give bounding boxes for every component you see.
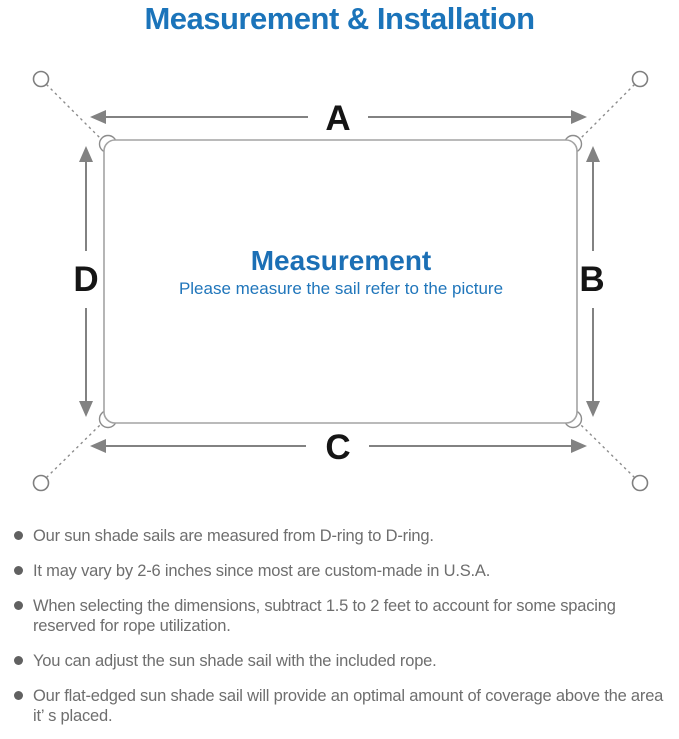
anchor-ropes: [46, 84, 635, 478]
note-text: It may vary by 2-6 inches since most are…: [33, 562, 491, 580]
dimension-arrow-a: [90, 110, 587, 124]
bullet-icon: [14, 691, 23, 700]
notes-list: Our sun shade sails are measured from D-…: [13, 526, 667, 739]
note-text: When selecting the dimensions, subtract …: [33, 597, 616, 635]
arrow-b-head-bottom-icon: [586, 401, 600, 417]
arrow-c-head-right-icon: [571, 439, 587, 453]
dimension-arrow-d: [79, 146, 93, 417]
note-text: Our flat-edged sun shade sail will provi…: [33, 687, 664, 725]
note-item: You can adjust the sun shade sail with t…: [13, 651, 667, 671]
diagram-center-subtitle: Please measure the sail refer to the pic…: [179, 279, 503, 298]
anchor-ring-bottom-left-icon: [32, 474, 50, 492]
anchor-ring-top-left-icon: [32, 70, 50, 88]
arrow-b-head-top-icon: [586, 146, 600, 162]
bullet-icon: [14, 601, 23, 610]
dimension-arrow-c: [90, 439, 587, 453]
dimension-label-bottom: C: [325, 428, 350, 467]
diagram-center-title: Measurement: [251, 245, 432, 276]
rope-line-top-left: [46, 84, 101, 139]
page-title: Measurement & Installation: [144, 1, 535, 36]
arrow-c-head-left-icon: [90, 439, 106, 453]
dimension-arrow-b: [586, 146, 600, 417]
rope-line-bottom-right: [580, 424, 635, 478]
arrow-d-head-top-icon: [79, 146, 93, 162]
note-item: When selecting the dimensions, subtract …: [13, 596, 667, 636]
arrow-a-head-right-icon: [571, 110, 587, 124]
dimension-label-right: B: [579, 260, 604, 299]
note-text: You can adjust the sun shade sail with t…: [33, 652, 437, 670]
note-item: It may vary by 2-6 inches since most are…: [13, 561, 667, 581]
dimension-label-top: A: [325, 99, 350, 138]
note-item: Our sun shade sails are measured from D-…: [13, 526, 667, 546]
dimension-label-left: D: [73, 260, 98, 299]
rope-line-top-right: [580, 84, 635, 139]
rope-line-bottom-left: [46, 424, 101, 478]
bullet-icon: [14, 566, 23, 575]
note-text: Our sun shade sails are measured from D-…: [33, 527, 434, 545]
anchor-ring-top-right-icon: [631, 70, 649, 88]
anchor-ring-bottom-right-icon: [631, 474, 649, 492]
anchor-rings: [32, 70, 649, 492]
bullet-icon: [14, 656, 23, 665]
bullet-icon: [14, 531, 23, 540]
arrow-a-head-left-icon: [90, 110, 106, 124]
note-item: Our flat-edged sun shade sail will provi…: [13, 686, 667, 726]
sail-measurement-diagram: A C D B Measurement Please measure the s…: [32, 70, 649, 492]
arrow-d-head-bottom-icon: [79, 401, 93, 417]
sail-outline: [103, 139, 578, 424]
